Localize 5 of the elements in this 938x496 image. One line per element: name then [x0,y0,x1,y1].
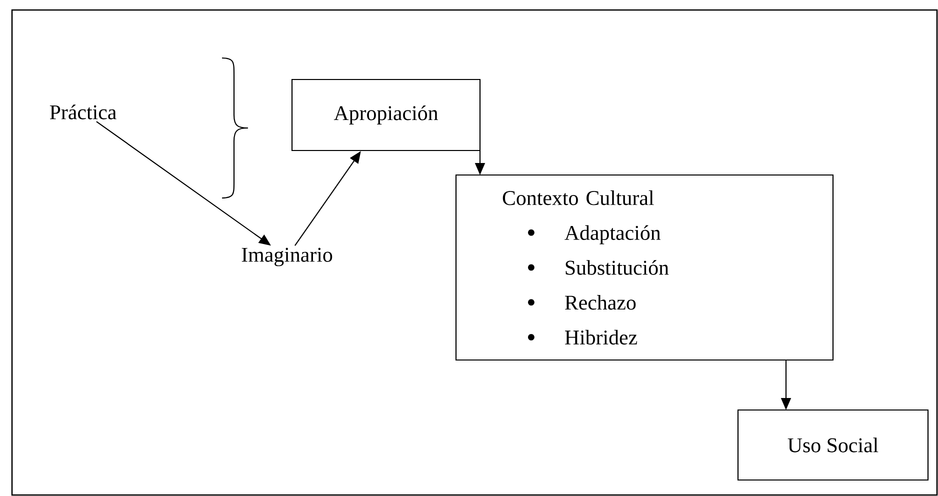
label-text: Imaginario [242,248,332,266]
process-box: Uso Social [737,409,929,481]
process-box: Apropiación [291,78,481,152]
list-box: Contexto Cultural Adaptación Substitución Rechazo Hibridez [455,174,834,361]
label-text: Práctica [50,104,116,120]
